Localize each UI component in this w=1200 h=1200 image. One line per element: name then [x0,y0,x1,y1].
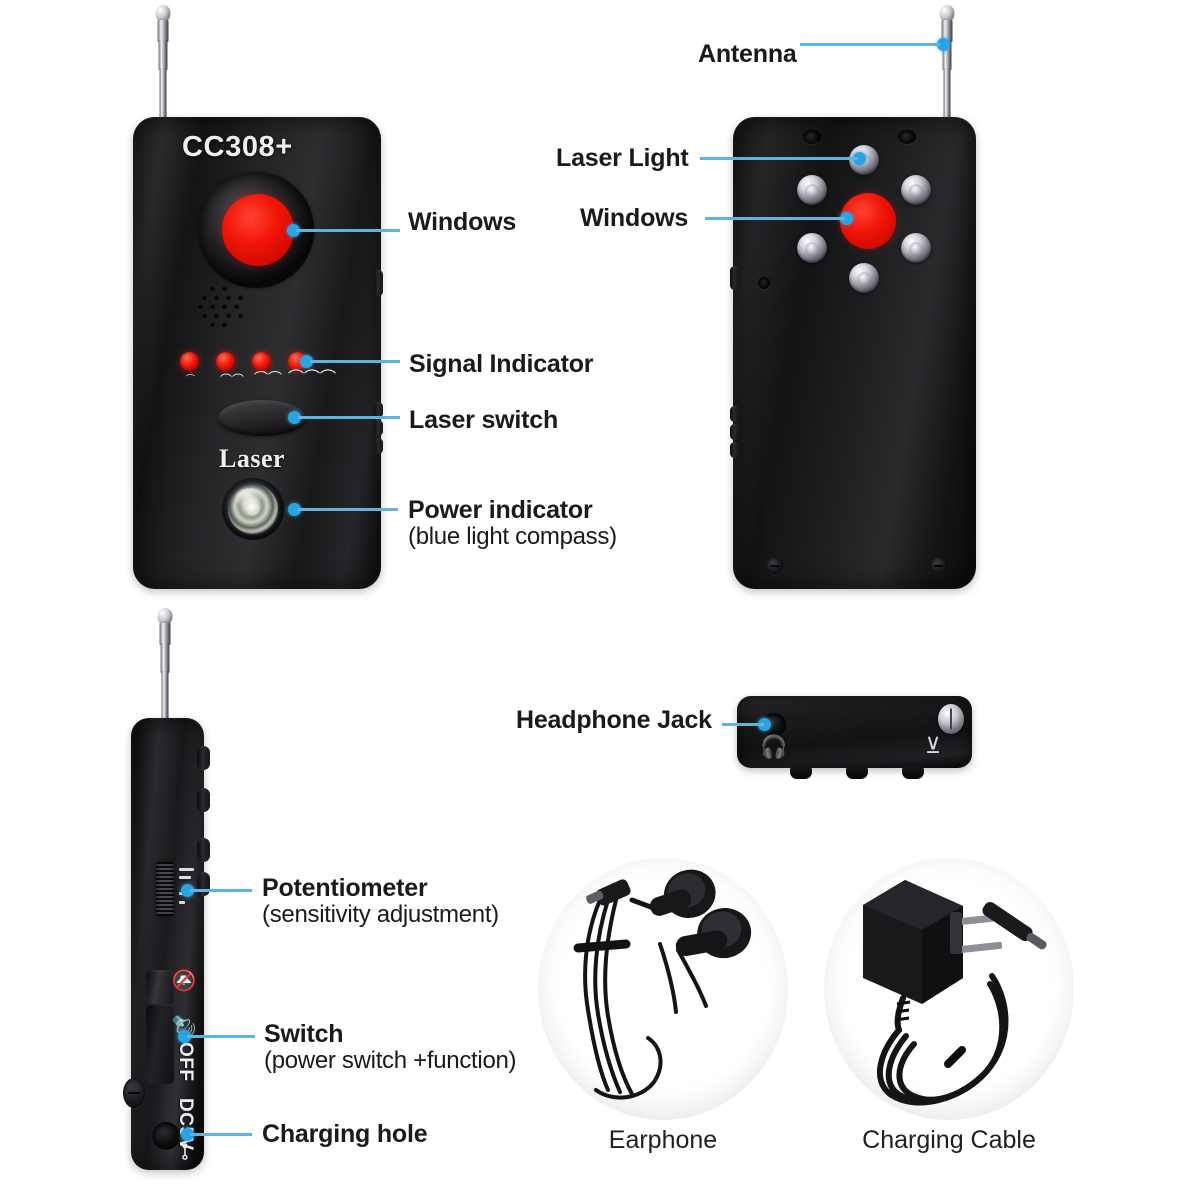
speaker-grille [196,286,252,334]
callout-dot-windows [287,224,300,237]
led-1 [180,352,199,371]
callout-line-laser-switch [298,416,400,419]
power-indicator-title: Power indicator [408,496,593,524]
charging-port[interactable] [152,1122,180,1150]
callout-label-windows-back: Windows [580,204,689,232]
laser-emitter-lower-left [797,233,827,263]
callout-line-power-indicator [298,508,398,511]
callout-label-windows: Windows [408,208,517,236]
front-window-lens[interactable] [222,194,294,266]
callout-line-windows-back [705,217,845,220]
back-small-hole [758,277,770,289]
callout-label-charging-hole: Charging hole [262,1120,428,1148]
dc-plug-icon: ⊷ [174,1142,196,1161]
callout-line-antenna [800,43,940,46]
potentiometer-title: Potentiometer [262,874,428,902]
callout-label-potentiometer: Potentiometer (sensitivity adjustment) [262,874,499,929]
led-3 [252,352,271,371]
laser-emitter-lower-right [901,233,931,263]
signal-bar-1-icon: ⌒ [186,375,196,385]
earphone-vignette [538,858,788,1120]
led-2 [216,352,235,371]
laser-emitter-upper-right [901,175,931,205]
laser-wordmark: Laser [219,444,286,473]
callout-line-charging-hole [190,1133,252,1136]
callout-label-switch: Switch (power switch +function) [264,1020,517,1075]
callout-dot-switch [178,1030,191,1043]
antenna-icon: ⊻ [925,734,942,759]
callout-label-laser-light: Laser Light [556,144,689,172]
switch-subtitle: (power switch +function) [264,1047,517,1074]
switch-title: Switch [264,1020,344,1048]
callout-dot-antenna [937,38,950,51]
earphone-caption: Earphone [608,1126,718,1154]
charging-cable-vignette [824,858,1074,1120]
callout-dot-laser-switch [288,411,301,424]
switch-track [146,1004,174,1084]
callout-dot-headphone-jack [758,718,771,731]
laser-emitter-upper-left [797,175,827,205]
callout-label-laser-switch: Laser switch [409,406,559,434]
brand-label: CC308+ [182,131,293,163]
top-edge-foot-1 [790,766,812,779]
antenna-socket [938,704,964,734]
signal-bar-3-icon: ⌒⌒ [254,371,282,387]
callout-dot-potentiometer [181,884,194,897]
laser-emitter-bottom [849,263,879,293]
top-edge-foot-3 [902,766,924,779]
antenna-side [152,608,178,727]
potentiometer-wheel[interactable] [156,862,174,916]
callout-label-signal-indicator: Signal Indicator [409,350,594,378]
switch-marking-off: OFF [175,1042,196,1082]
back-vent-hole-left [803,130,821,144]
callout-label-antenna: Antenna [698,40,797,68]
charging-cable-caption: Charging Cable [862,1126,1036,1154]
callout-dot-windows-back [840,212,853,225]
potentiometer-subtitle: (sensitivity adjustment) [262,901,499,928]
back-screw-left [766,557,783,574]
power-function-switch[interactable] [146,970,174,1004]
callout-dot-signal-indicator [300,355,313,368]
callout-label-power-indicator: Power indicator (blue light compass) [408,496,617,551]
back-vent-hole-right [898,130,916,144]
compass-dial [228,484,278,534]
callout-label-headphone-jack: Headphone Jack [516,706,712,734]
callout-dot-charging-hole [181,1128,194,1141]
back-screw-right [930,557,947,574]
headphone-icon: 🎧 [760,735,788,760]
back-device-body [733,117,976,589]
callout-line-signal-indicator [310,360,400,363]
signal-bar-2-icon: ⌒⌒ [220,373,245,387]
callout-dot-laser-light [853,152,866,165]
callout-line-potentiometer [190,889,252,892]
top-edge-foot-2 [846,766,868,779]
power-indicator-subtitle: (blue light compass) [408,523,617,550]
callout-line-switch [187,1035,255,1038]
antenna-back [934,5,960,126]
side-bottom-boss [123,1078,145,1108]
antenna-front [150,5,176,126]
callout-line-headphone-jack [722,723,764,726]
callout-line-windows [296,229,400,232]
mute-speaker-icon: 🔇 [172,968,196,993]
callout-line-laser-light [700,157,858,160]
callout-dot-power-indicator [288,503,301,516]
signal-bar-4-icon: ⌒⌒⌒ [288,368,337,387]
